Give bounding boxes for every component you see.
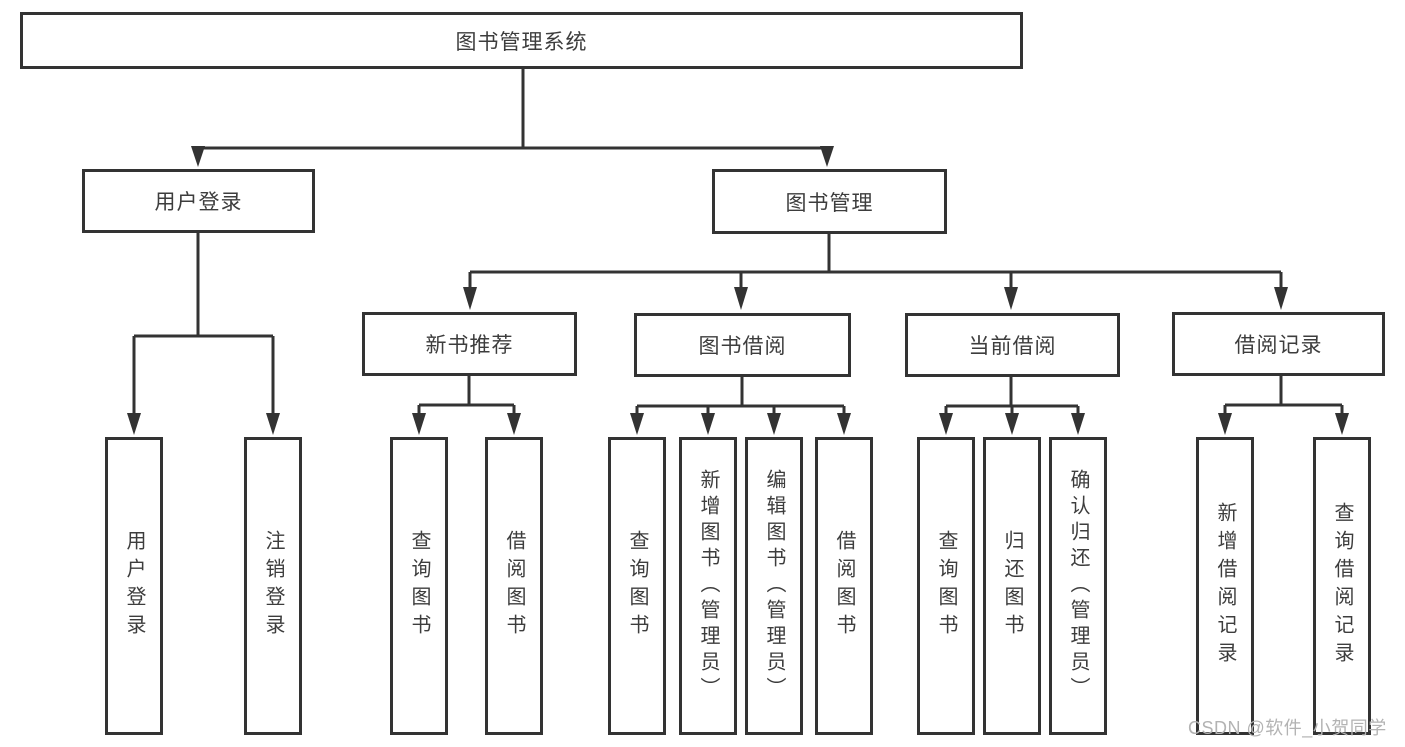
leaf-borrowing-query-books-label: 查询图书 xyxy=(626,530,648,642)
leaf-records-query-record: 查询借阅记录 xyxy=(1313,437,1371,735)
node-borrowing-records: 借阅记录 xyxy=(1172,312,1385,376)
leaf-recommend-query-books-label: 查询图书 xyxy=(408,530,430,642)
node-book-borrowing-label: 图书借阅 xyxy=(698,335,787,358)
node-book-borrowing: 图书借阅 xyxy=(634,313,851,377)
watermark: CSDN @软件_小贺同学 xyxy=(1188,718,1387,738)
leaf-current-query-books-label: 查询图书 xyxy=(935,530,957,642)
node-user-login: 用户登录 xyxy=(82,169,315,233)
leaf-current-confirm-return: 确认归还（管理员） xyxy=(1049,437,1107,735)
node-book-management: 图书管理 xyxy=(712,169,947,234)
leaf-borrowing-add-books: 新增图书（管理员） xyxy=(679,437,737,735)
leaf-logout: 注销登录 xyxy=(244,437,302,735)
node-borrowing-records-label: 借阅记录 xyxy=(1234,334,1323,357)
leaf-current-confirm-return-label: 确认归还（管理员） xyxy=(1067,469,1089,703)
leaf-borrowing-borrow-books-label: 借阅图书 xyxy=(833,530,855,642)
leaf-user-login: 用户登录 xyxy=(105,437,163,735)
node-book-management-label: 图书管理 xyxy=(785,191,874,215)
leaf-borrowing-query-books: 查询图书 xyxy=(608,437,666,735)
leaf-records-query-record-label: 查询借阅记录 xyxy=(1331,502,1353,670)
leaf-current-query-books: 查询图书 xyxy=(917,437,975,735)
leaf-records-add-record: 新增借阅记录 xyxy=(1196,437,1254,735)
leaf-logout-label: 注销登录 xyxy=(262,530,284,642)
leaf-recommend-borrow-books-label: 借阅图书 xyxy=(503,530,525,642)
leaf-borrowing-add-books-label: 新增图书（管理员） xyxy=(697,469,719,703)
leaf-current-return-books: 归还图书 xyxy=(983,437,1041,735)
node-root-label: 图书管理系统 xyxy=(455,30,588,54)
node-root: 图书管理系统 xyxy=(20,12,1023,69)
node-new-book-recommend-label: 新书推荐 xyxy=(425,334,514,357)
leaf-records-add-record-label: 新增借阅记录 xyxy=(1214,502,1236,670)
leaf-borrowing-edit-books-label: 编辑图书（管理员） xyxy=(763,469,785,703)
leaf-borrowing-edit-books: 编辑图书（管理员） xyxy=(745,437,803,735)
node-user-login-label: 用户登录 xyxy=(154,191,243,214)
leaf-borrowing-borrow-books: 借阅图书 xyxy=(815,437,873,735)
leaf-recommend-query-books: 查询图书 xyxy=(390,437,448,735)
leaf-user-login-label: 用户登录 xyxy=(123,530,145,642)
arrowhead-icons xyxy=(127,146,1349,435)
leaf-current-return-books-label: 归还图书 xyxy=(1001,530,1023,642)
leaf-recommend-borrow-books: 借阅图书 xyxy=(485,437,543,735)
node-current-borrowing-label: 当前借阅 xyxy=(968,335,1057,358)
node-new-book-recommend: 新书推荐 xyxy=(362,312,577,376)
node-current-borrowing: 当前借阅 xyxy=(905,313,1120,377)
